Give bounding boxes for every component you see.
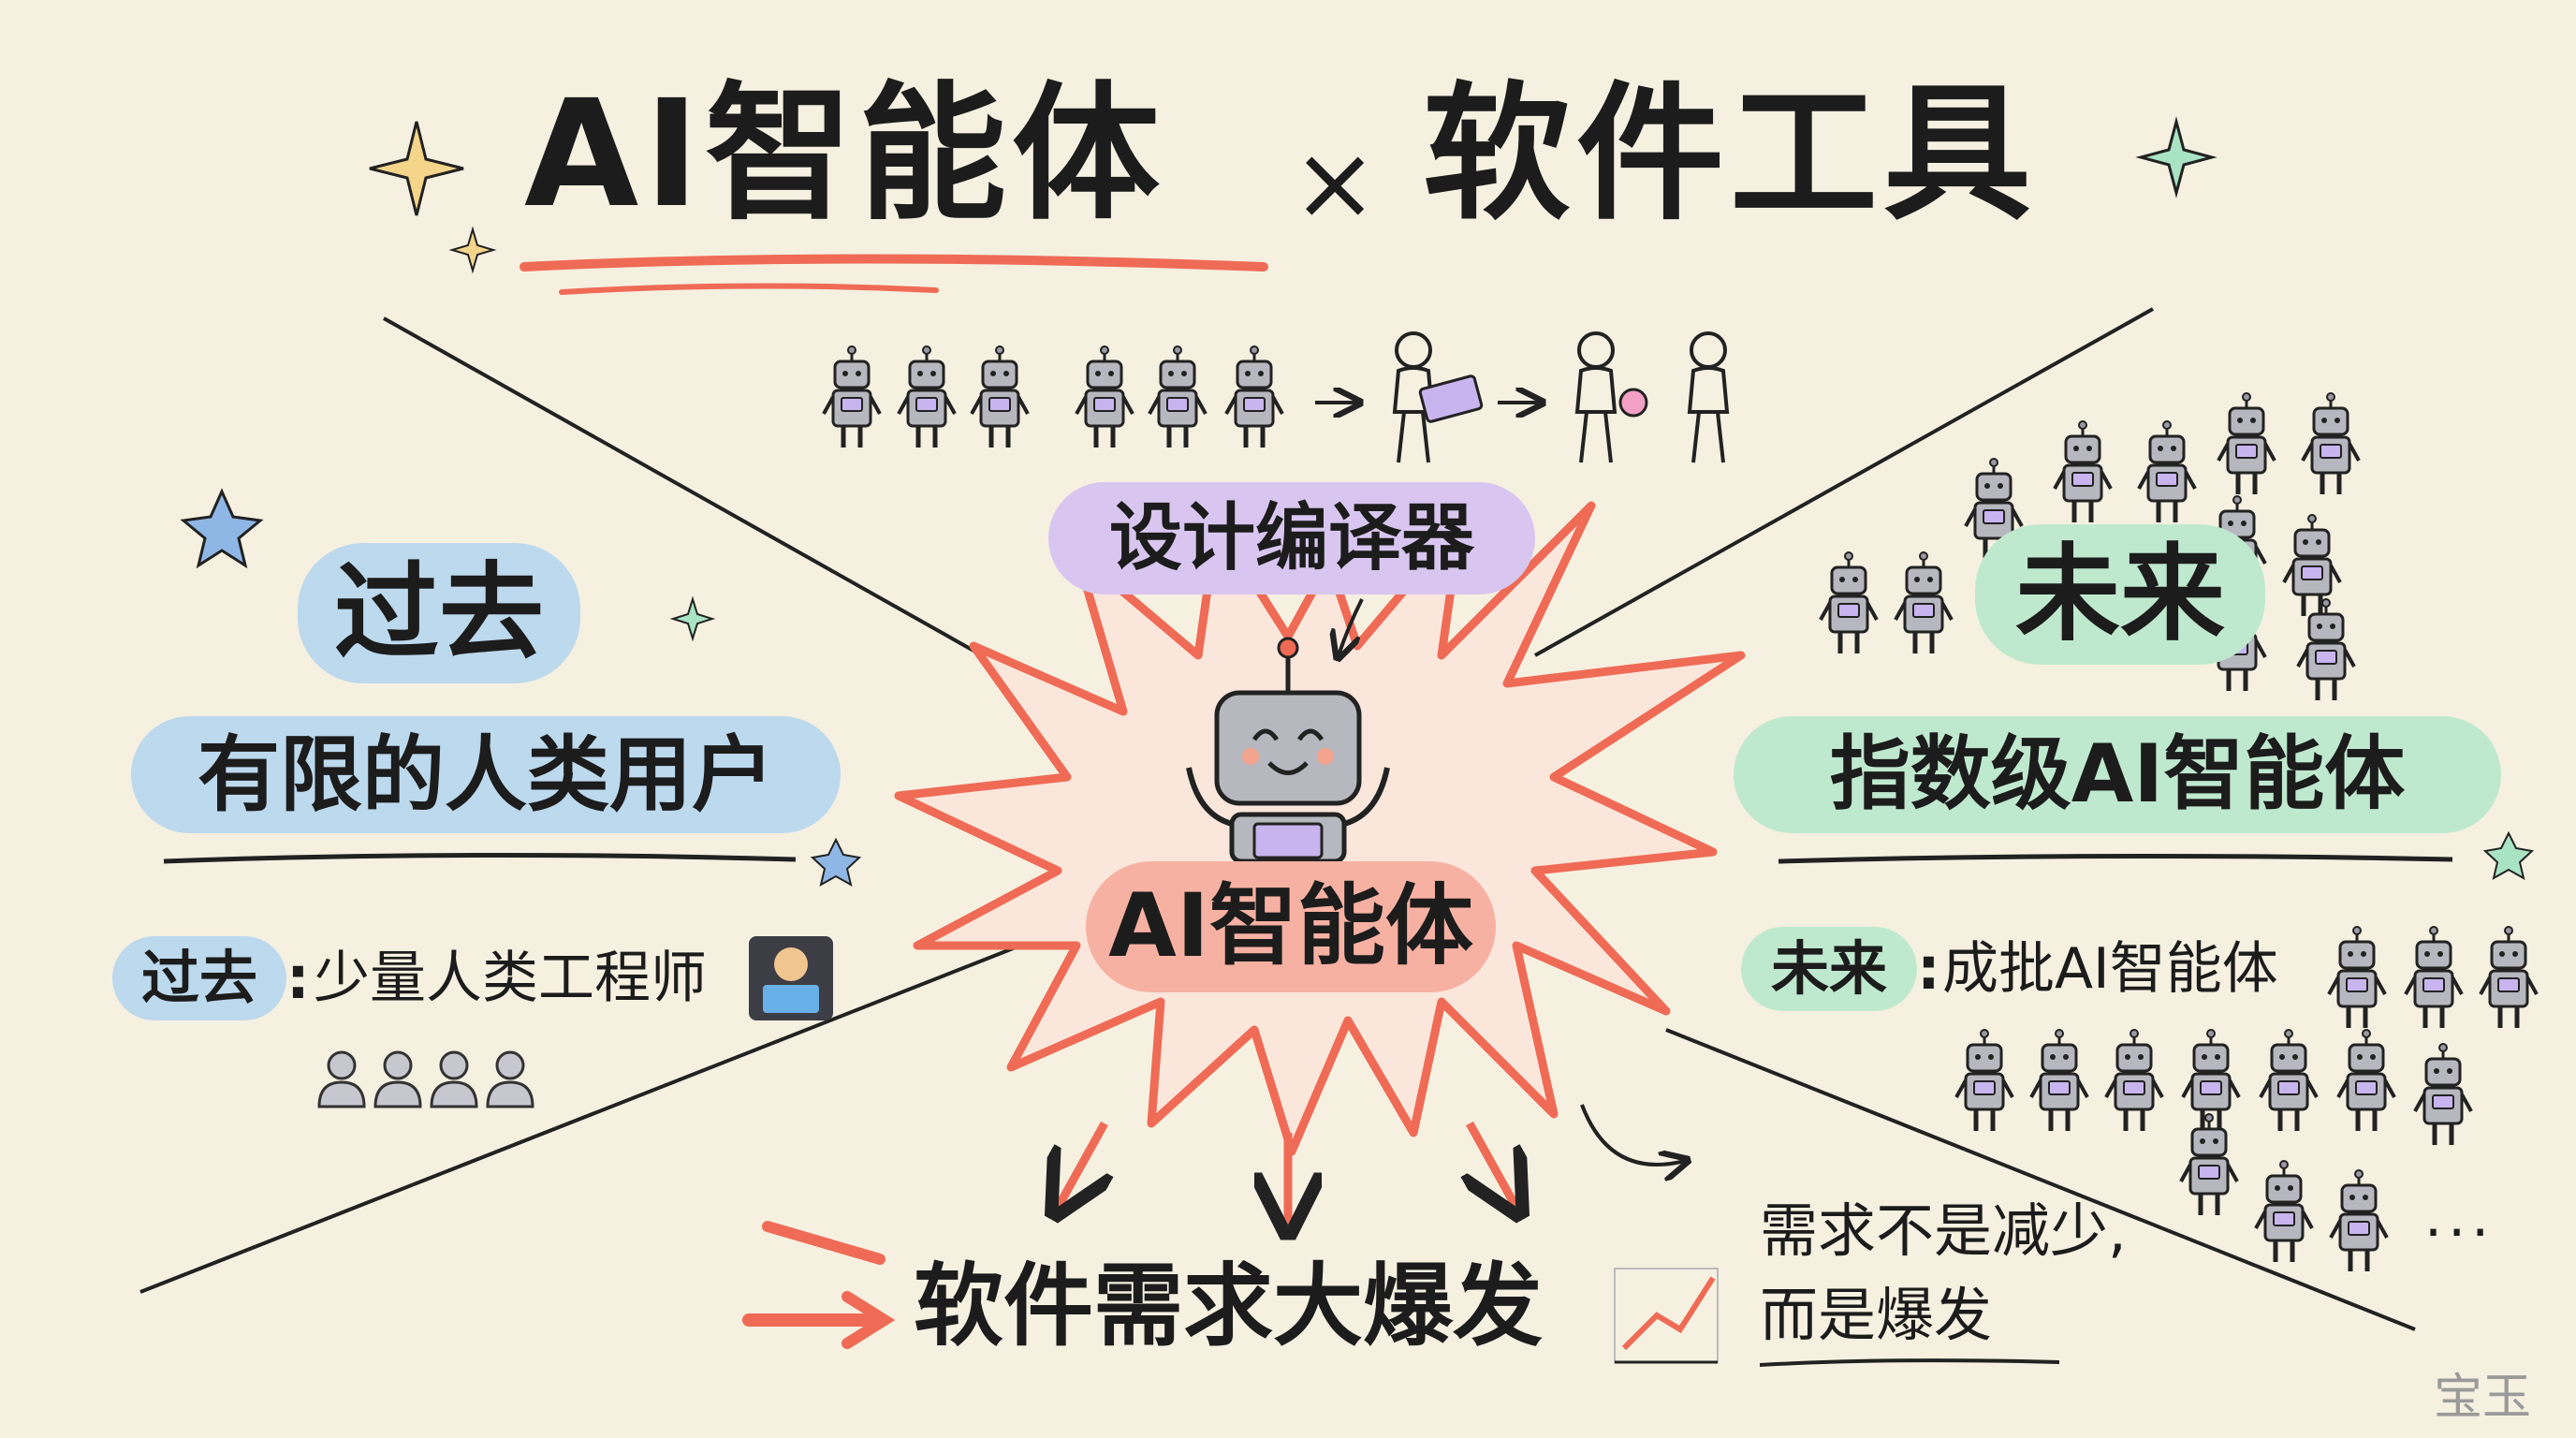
future-colon: : [1917,934,1940,1003]
past-subheading: 有限的人类用户 [131,716,841,833]
title-times: × [1292,123,1379,242]
future-subheading: 指数级AI智能体 [1734,716,2501,833]
center-agent-label: AI智能体 [1086,861,1496,992]
past-colon: : [286,944,310,1012]
future-heading: 未来 [1975,524,2265,665]
future-detail: 成批AI智能体 [1942,936,2278,1002]
note-line-2: 而是爆发 [1760,1281,1993,1349]
future-label: 未来 [1741,927,1917,1011]
ellipsis: ... [2424,1184,2496,1250]
past-label: 过去 [112,936,286,1020]
title-left: AI智能体 [524,68,1166,241]
bottom-headline: 软件需求大爆发 [914,1254,1543,1358]
center-robot-icon [1186,637,1390,864]
past-people-icons [317,1050,534,1108]
past-heading: 过去 [298,543,580,683]
watermark: 宝玉 [2434,1370,2532,1426]
design-compiler-label: 设计编译器 [1048,482,1535,594]
past-detail: 少量人类工程师 [314,946,707,1011]
title-right: 软件工具 [1423,68,2037,241]
sparkle-icon [180,116,2535,887]
note-line-1: 需求不是减少, [1760,1196,2127,1265]
chart-icon [1614,1268,1719,1364]
engineer-icon [749,936,833,1020]
top-robot-row [824,346,1282,448]
